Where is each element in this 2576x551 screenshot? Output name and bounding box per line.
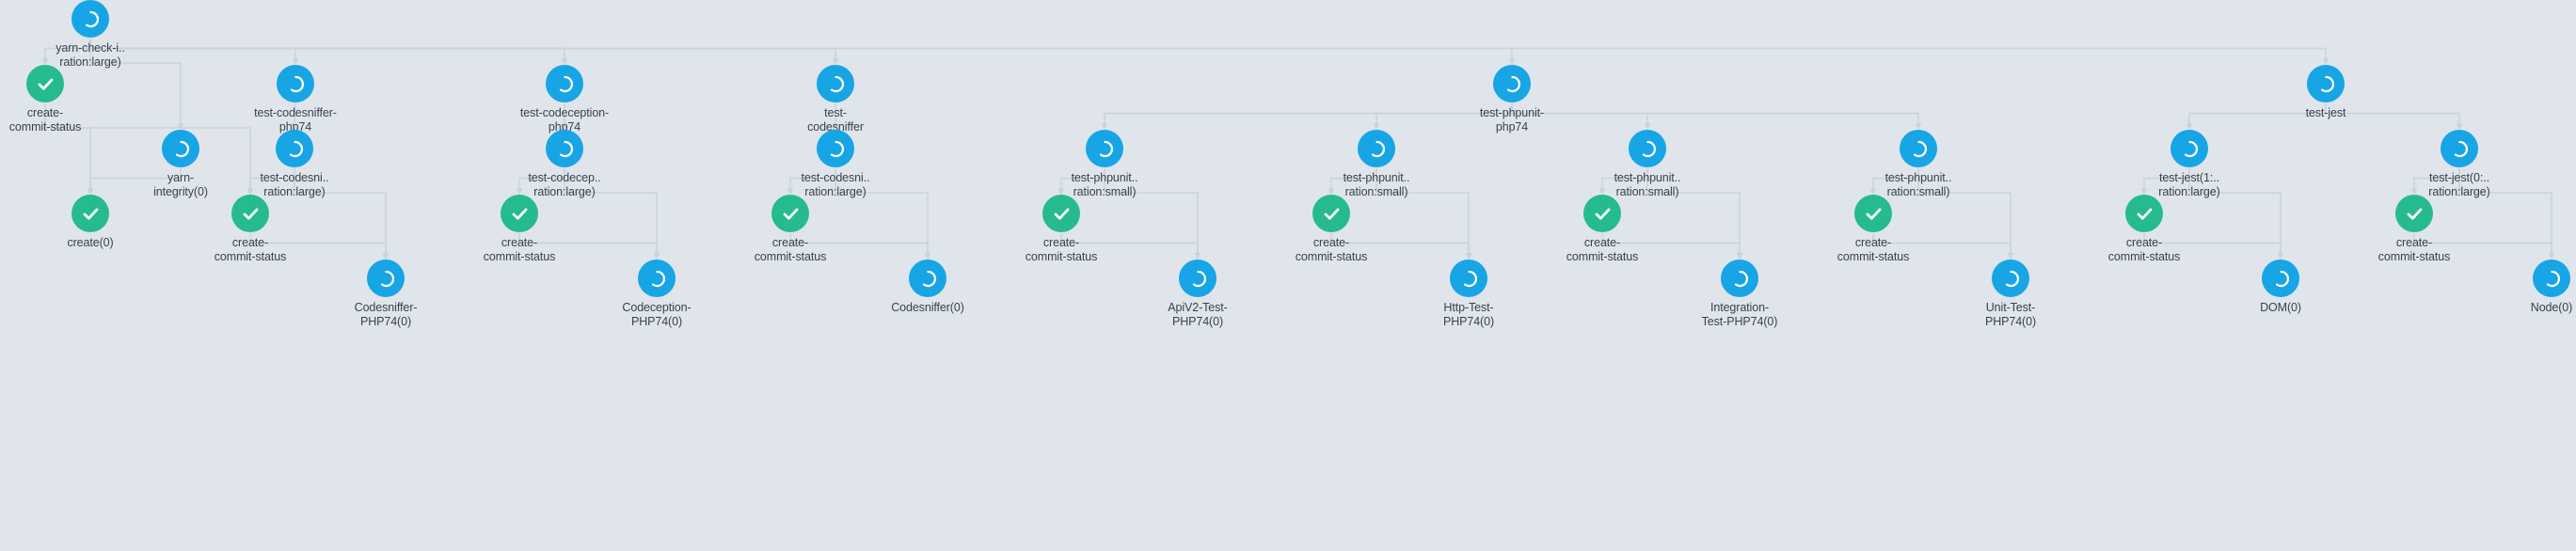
- workflow-node-label: test-jest(1:.. ration:large): [2158, 171, 2220, 198]
- workflow-node-label: test- codesniffer: [807, 106, 864, 134]
- spinner-icon[interactable]: [72, 0, 109, 38]
- check-icon[interactable]: [2125, 195, 2163, 232]
- workflow-node-label: create- commit-status: [754, 236, 827, 263]
- spinner-icon[interactable]: [162, 130, 199, 167]
- spinner-icon[interactable]: [1900, 130, 1937, 167]
- workflow-node-label: test-phpunit.. ration:small): [1614, 171, 1681, 198]
- spinner-icon[interactable]: [817, 65, 854, 102]
- spinner-icon[interactable]: [1721, 260, 1758, 297]
- spinner-icon[interactable]: [276, 130, 313, 167]
- check-icon[interactable]: [2395, 195, 2433, 232]
- spinner-icon[interactable]: [817, 130, 854, 167]
- workflow-node-label: create- commit-status: [1025, 236, 1098, 263]
- check-icon[interactable]: [1854, 195, 1892, 232]
- spinner-icon[interactable]: [2307, 65, 2345, 102]
- check-icon[interactable]: [1312, 195, 1350, 232]
- check-icon[interactable]: [771, 195, 809, 232]
- workflow-node-label: test-phpunit.. ration:small): [1884, 171, 1952, 198]
- workflow-node-label: create- commit-status: [214, 236, 287, 263]
- workflow-node-label: test-phpunit.. ration:small): [1343, 171, 1410, 198]
- workflow-node-label: test-codesni.. ration:large): [260, 171, 329, 198]
- workflow-node-label: create- commit-status: [1566, 236, 1639, 263]
- spinner-icon[interactable]: [1086, 130, 1123, 167]
- workflow-node-label: create- commit-status: [483, 236, 556, 263]
- workflow-node-label: create- commit-status: [1295, 236, 1368, 263]
- workflow-node-label: Node(0): [2530, 301, 2573, 314]
- spinner-icon[interactable]: [2533, 260, 2570, 297]
- workflow-node-label: create(0): [67, 236, 114, 249]
- workflow-node-label: yarn- integrity(0): [153, 171, 208, 198]
- check-icon[interactable]: [1042, 195, 1080, 232]
- spinner-icon[interactable]: [367, 260, 405, 297]
- spinner-icon[interactable]: [546, 65, 583, 102]
- workflow-node-label: create- commit-status: [1837, 236, 1910, 263]
- spinner-icon[interactable]: [546, 130, 583, 167]
- workflow-node-label: DOM(0): [2260, 301, 2301, 314]
- workflow-node-label: create- commit-status: [8, 106, 82, 134]
- workflow-node-label: test-jest(0:.. ration:large): [2428, 171, 2490, 198]
- workflow-edge: [89, 39, 1516, 66]
- workflow-node-label: test-jest: [2305, 106, 2346, 119]
- workflow-node-label: test-codesni.. ration:large): [801, 171, 870, 198]
- check-icon[interactable]: [72, 195, 109, 232]
- workflow-node-label: Codesniffer- PHP74(0): [354, 301, 418, 328]
- workflow-node-label: Http-Test- PHP74(0): [1442, 301, 1495, 328]
- spinner-icon[interactable]: [1358, 130, 1395, 167]
- workflow-node-label: ApiV2-Test- PHP74(0): [1168, 301, 1228, 328]
- workflow-node-label: Unit-Test- PHP74(0): [1984, 301, 2037, 328]
- workflow-node-label: create- commit-status: [2107, 236, 2181, 263]
- workflow-node-label: test-codeception- php74: [519, 106, 610, 134]
- spinner-icon[interactable]: [1493, 65, 1531, 102]
- check-icon[interactable]: [1583, 195, 1621, 232]
- workflow-node-label: test-codesniffer- php74: [254, 106, 337, 134]
- workflow-node-label: Codesniffer(0): [891, 301, 964, 314]
- spinner-icon[interactable]: [2262, 260, 2299, 297]
- spinner-icon[interactable]: [2441, 130, 2478, 167]
- spinner-icon[interactable]: [909, 260, 946, 297]
- spinner-icon[interactable]: [2171, 130, 2208, 167]
- workflow-node-label: test-codecep.. ration:large): [528, 171, 601, 198]
- spinner-icon[interactable]: [638, 260, 676, 297]
- check-icon[interactable]: [26, 65, 64, 102]
- spinner-icon[interactable]: [277, 65, 314, 102]
- workflow-node-label: Integration- Test-PHP74(0): [1701, 301, 1778, 328]
- workflow-node-label: Codeception- PHP74(0): [622, 301, 692, 328]
- workflow-edge: [89, 39, 2330, 66]
- workflow-node-label: test-phpunit.. ration:small): [1071, 171, 1138, 198]
- check-icon[interactable]: [501, 195, 538, 232]
- workflow-node-label: create- commit-status: [2377, 236, 2451, 263]
- check-icon[interactable]: [231, 195, 269, 232]
- workflow-node-label: test-phpunit- php74: [1479, 106, 1545, 134]
- spinner-icon[interactable]: [1629, 130, 1666, 167]
- workflow-node-label: yarn-check-i.. ration:large): [56, 41, 125, 69]
- spinner-icon[interactable]: [1179, 260, 1216, 297]
- workflow-edge: [89, 39, 839, 66]
- spinner-icon[interactable]: [1450, 260, 1487, 297]
- spinner-icon[interactable]: [1992, 260, 2029, 297]
